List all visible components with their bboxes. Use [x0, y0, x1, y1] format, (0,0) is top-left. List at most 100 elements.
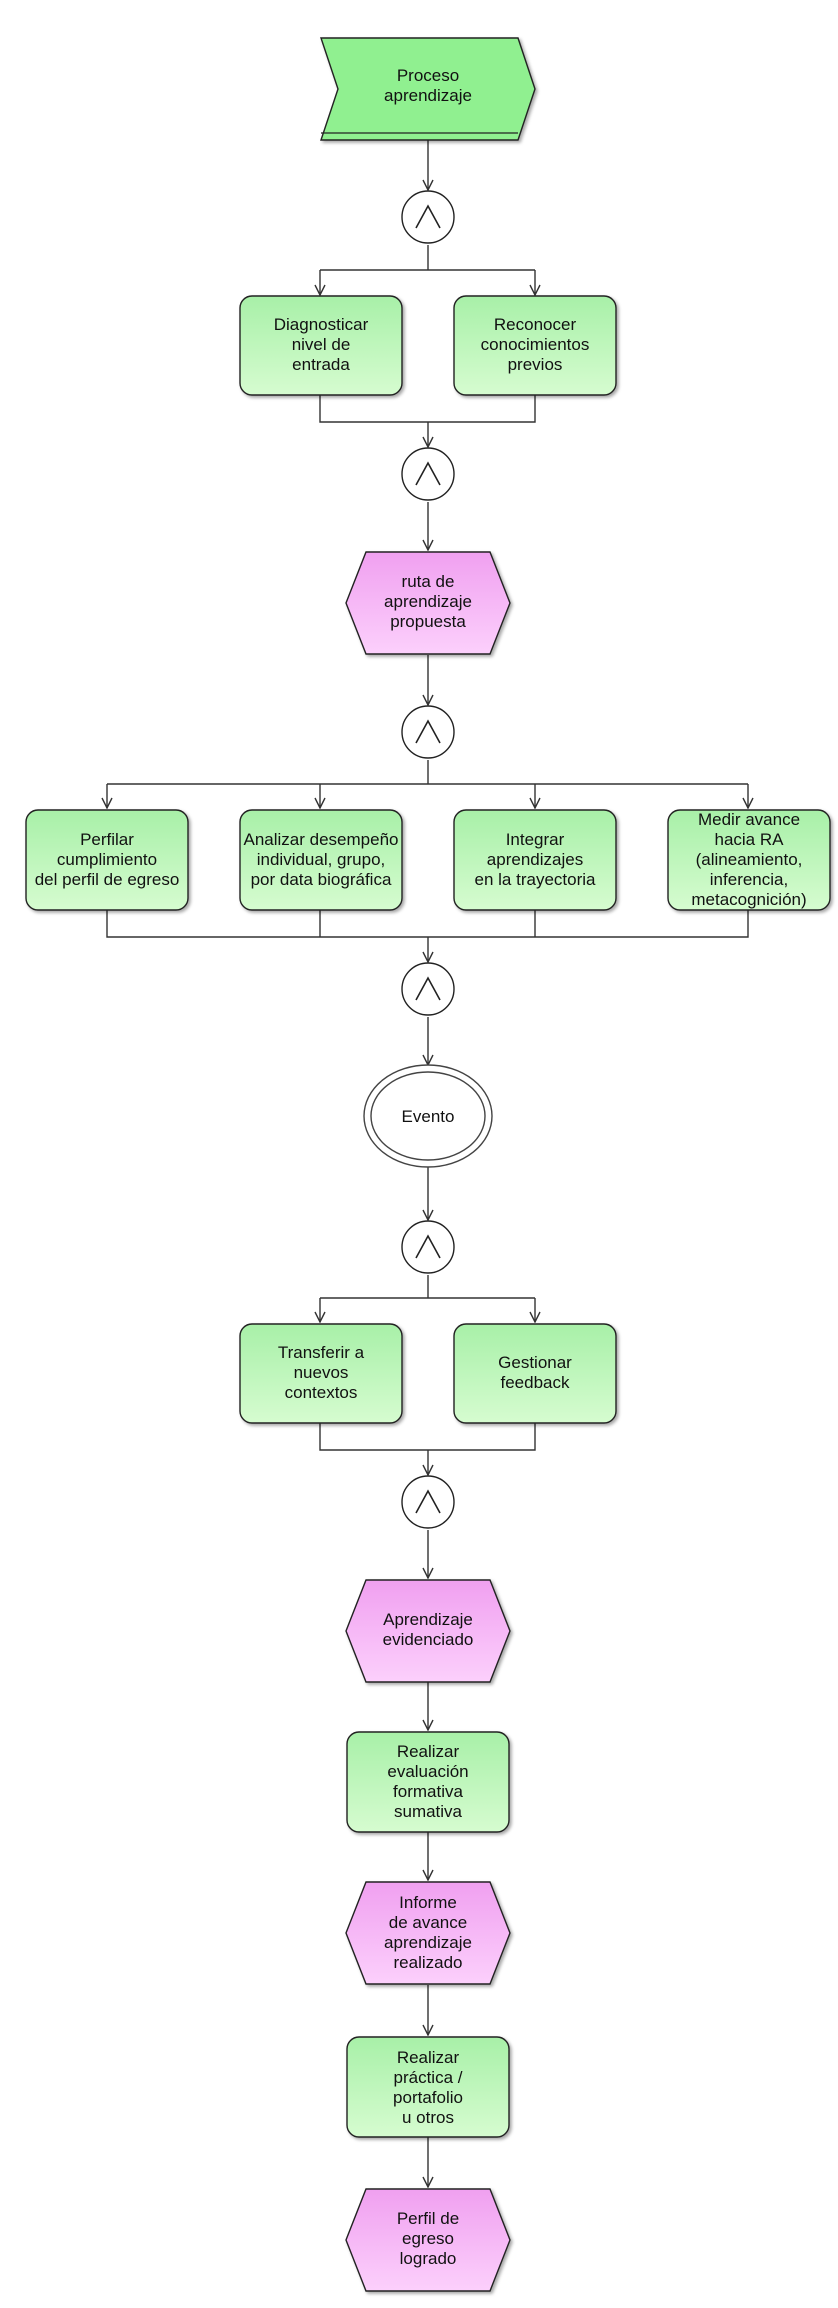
node-line: en la trayectoria — [475, 870, 596, 889]
and-icon — [415, 719, 441, 744]
node-line: Evento — [402, 1107, 455, 1126]
and-operator-5[interactable] — [401, 1220, 455, 1274]
node-line: evaluación — [387, 1762, 468, 1781]
node-line: Integrar — [506, 830, 565, 849]
node-line: Perfilar — [80, 830, 134, 849]
node-line: metacognición) — [691, 890, 806, 909]
node-line: Proceso — [397, 66, 459, 85]
node-line: Realizar — [397, 1742, 460, 1761]
node-line: egreso — [402, 2229, 454, 2248]
node-line: Medir avance — [698, 810, 800, 829]
node-line: Diagnosticar — [274, 315, 369, 334]
node-line: Reconocer — [494, 315, 577, 334]
node-line: por data biográfica — [251, 870, 392, 889]
and-icon — [415, 1234, 441, 1259]
and-operator-3[interactable] — [401, 705, 455, 759]
node-line: aprendizaje — [384, 592, 472, 611]
node-line: Perfil de — [397, 2209, 459, 2228]
and-operator-2[interactable] — [401, 447, 455, 501]
node-line: Analizar desempeño — [244, 830, 399, 849]
node-line: individual, grupo, — [257, 850, 386, 869]
and-icon — [415, 204, 441, 229]
node-line: feedback — [501, 1373, 570, 1392]
node-line: cumplimiento — [57, 850, 157, 869]
node-line: Realizar — [397, 2048, 460, 2067]
and-operator-1[interactable] — [401, 190, 455, 244]
node-line: realizado — [394, 1953, 463, 1972]
node-line: nuevos — [294, 1363, 349, 1382]
node-line: portafolio — [393, 2088, 463, 2107]
edge-op5-split — [320, 1275, 535, 1299]
node-line: previos — [508, 355, 563, 374]
edge-op3-split — [107, 760, 748, 785]
node-line: aprendizaje — [384, 1933, 472, 1952]
event-evento[interactable]: Evento — [363, 1064, 493, 1168]
node-line: Transferir a — [278, 1343, 365, 1362]
edge-join-op6 — [319, 1423, 536, 1475]
node-line: entrada — [292, 355, 350, 374]
node-line: aprendizaje — [384, 86, 472, 105]
node-line: (alineamiento, — [696, 850, 803, 869]
node-line: hacia RA — [715, 830, 785, 849]
node-line: del perfil de egreso — [35, 870, 180, 889]
edge-join-op4 — [106, 910, 749, 962]
and-icon — [415, 461, 441, 486]
node-line: aprendizajes — [487, 850, 583, 869]
node-line: u otros — [402, 2108, 454, 2127]
node-line: ruta de — [402, 572, 455, 591]
and-operator-6[interactable] — [401, 1475, 455, 1529]
node-line: inferencia, — [710, 870, 788, 889]
node-line: Aprendizaje — [383, 1610, 473, 1629]
node-line: propuesta — [390, 612, 466, 631]
node-line: Informe — [399, 1893, 457, 1912]
node-line: conocimientos — [481, 335, 590, 354]
and-operator-4[interactable] — [401, 962, 455, 1016]
connector-lines — [107, 140, 748, 2187]
node-line: nivel de — [292, 335, 351, 354]
node-line: de avance — [389, 1913, 467, 1932]
node-line: práctica / — [394, 2068, 463, 2087]
and-icon — [415, 1489, 441, 1514]
node-line: formativa — [393, 1782, 463, 1801]
node-line: evidenciado — [383, 1630, 474, 1649]
edge-op1-split — [320, 245, 535, 271]
node-line: sumativa — [394, 1802, 463, 1821]
node-text: Evento — [402, 1107, 455, 1126]
edge-join-op2 — [319, 395, 536, 447]
and-icon — [415, 976, 441, 1001]
node-line: Gestionar — [498, 1353, 572, 1372]
node-line: logrado — [400, 2249, 457, 2268]
node-line: contextos — [285, 1383, 358, 1402]
